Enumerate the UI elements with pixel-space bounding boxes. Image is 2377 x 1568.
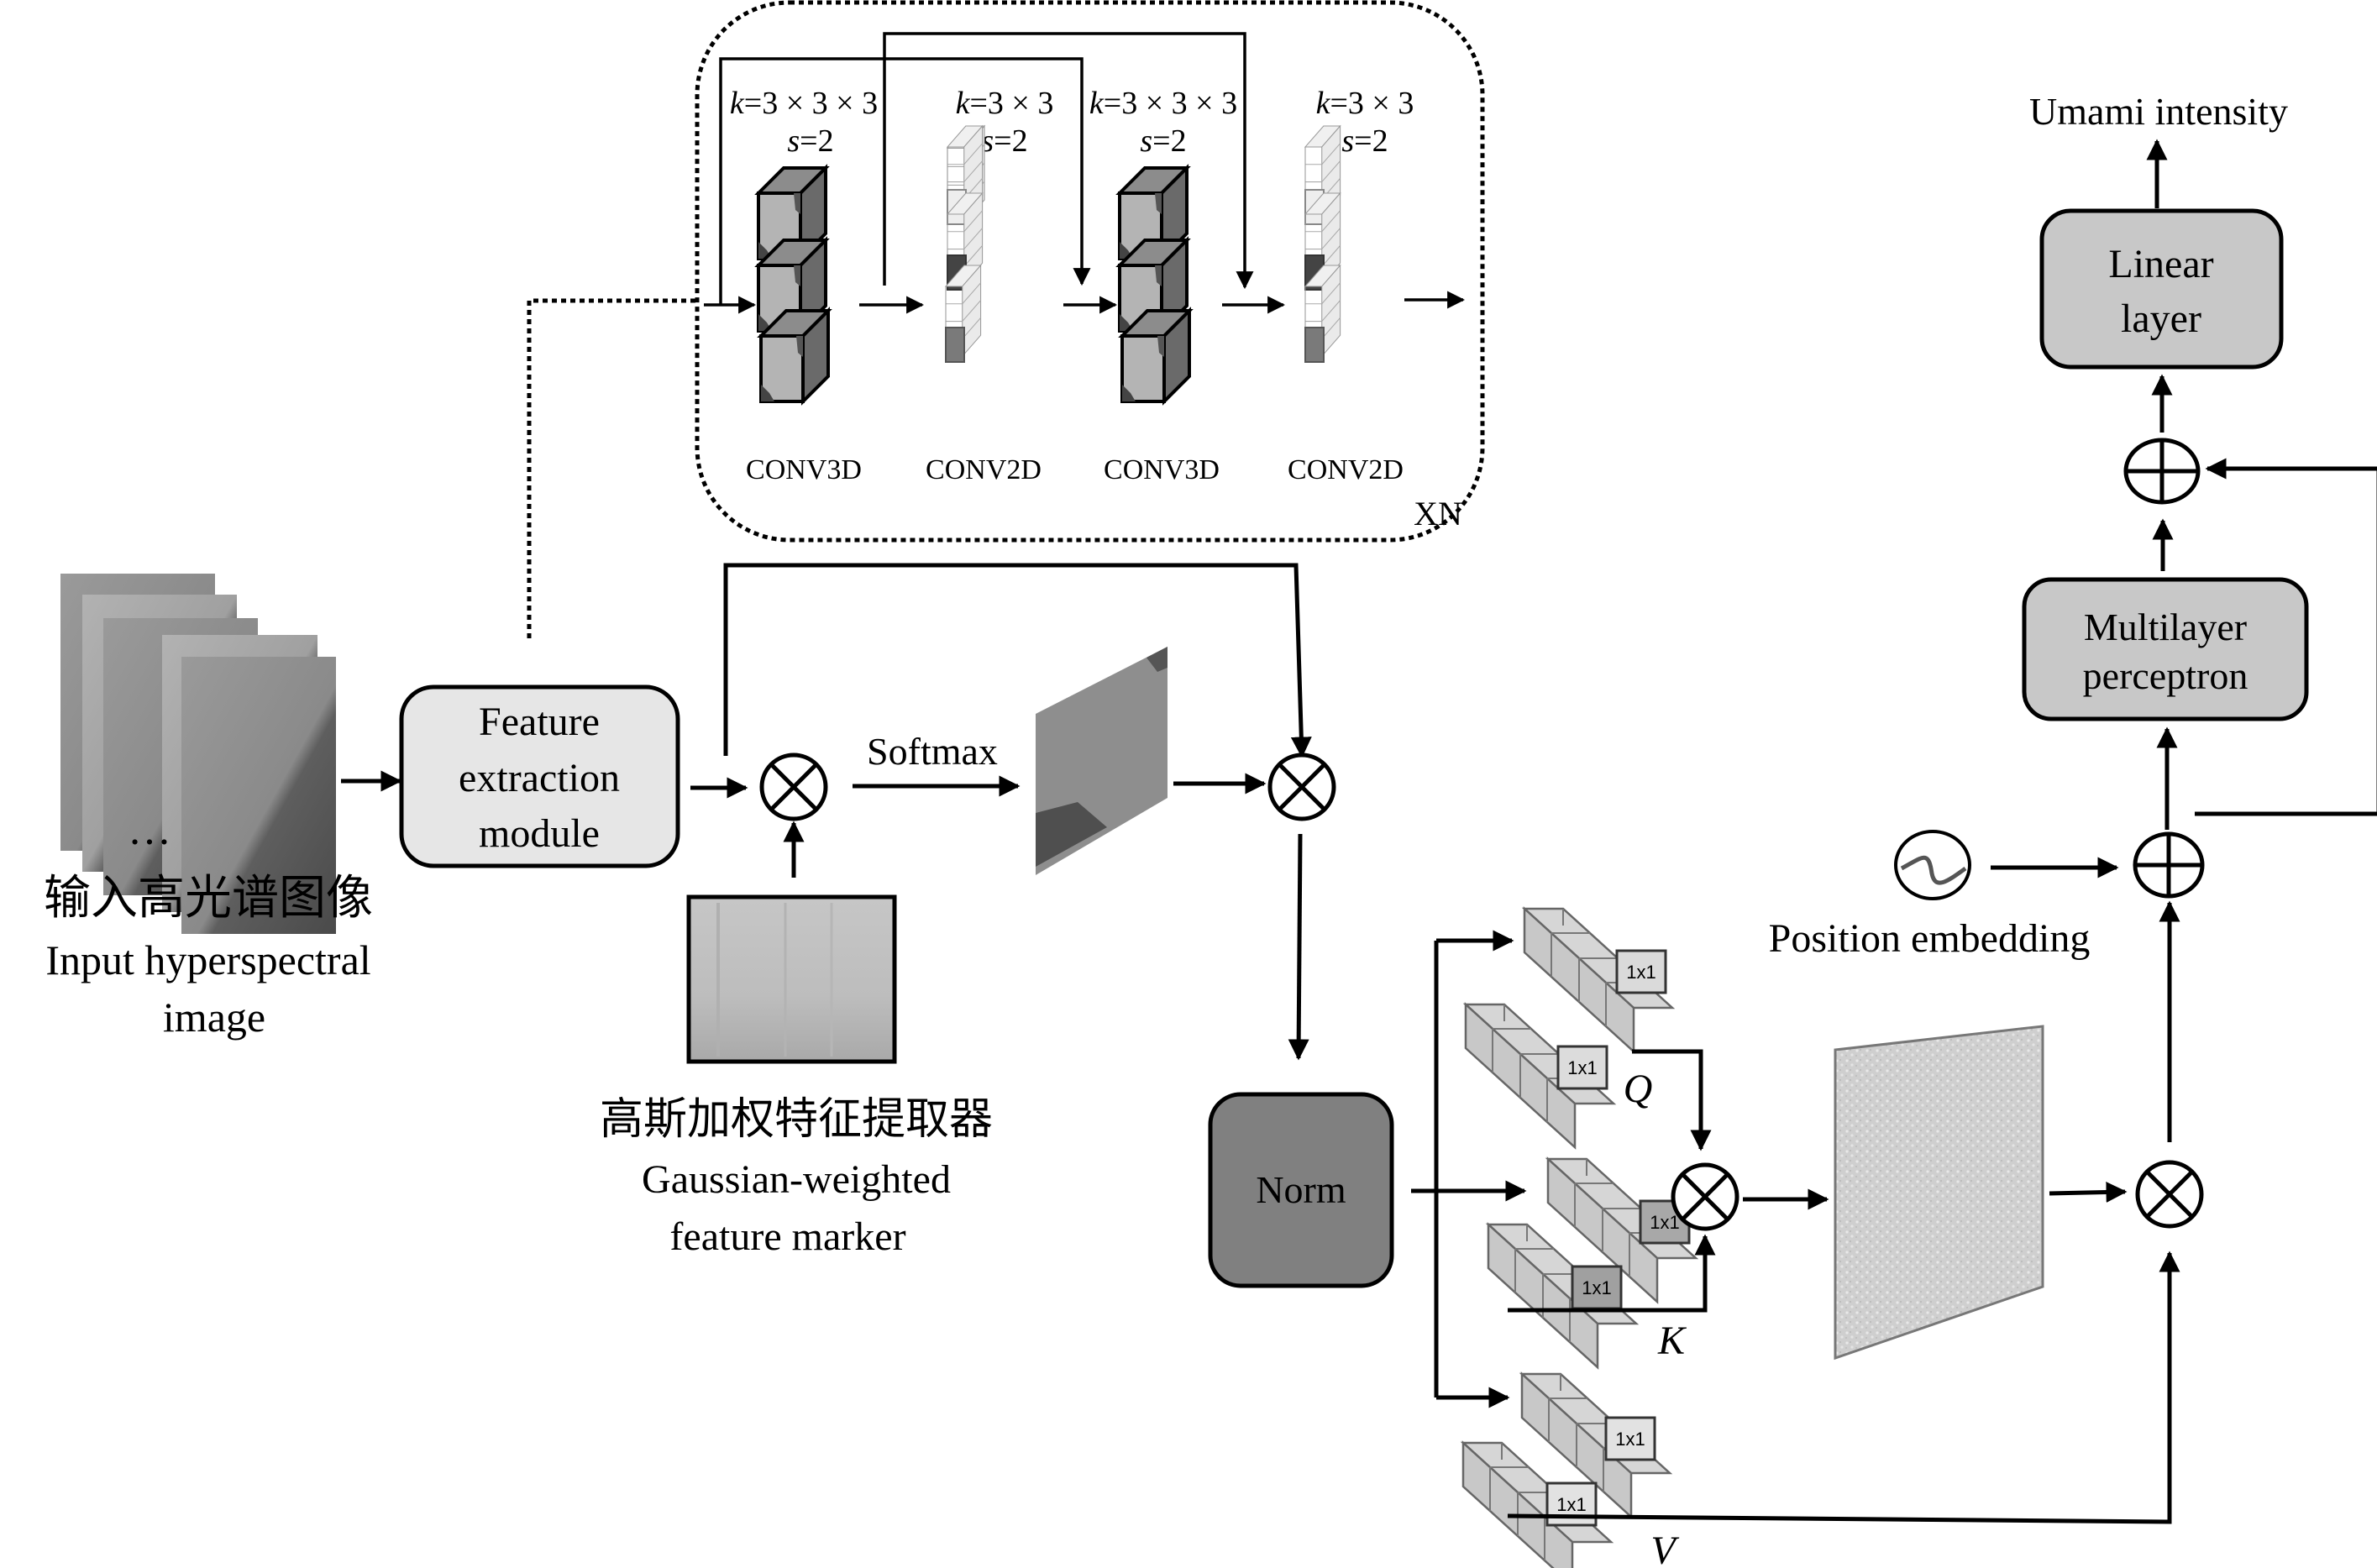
arrow-v-to-multiply <box>1507 1251 2180 1524</box>
multiply-op-qk <box>1671 1162 1739 1231</box>
conv3d-cube <box>1120 309 1191 403</box>
norm-label: Norm <box>1256 1168 1346 1211</box>
add-op-1 <box>2133 831 2205 899</box>
arrow-q-to-multiply <box>1632 1049 1712 1151</box>
position-embedding-label: Position embedding <box>1769 916 2091 961</box>
residual-connection <box>2195 458 2377 816</box>
svg-text:s=2: s=2 <box>981 123 1027 159</box>
gaussian-weighted-feature-image <box>686 894 897 1064</box>
arrow-attention-to-multiply <box>2049 1182 2128 1203</box>
attention-weights-map <box>1834 1025 2044 1361</box>
dotted-connector <box>527 298 697 638</box>
hyperspectral-slice <box>181 657 336 934</box>
softmax-label: Softmax <box>867 730 998 773</box>
skip-connection-2 <box>883 32 1254 290</box>
k-label: K <box>1657 1319 1687 1363</box>
svg-text:1x1: 1x1 <box>1615 1429 1645 1450</box>
linear-layer-block: Linear layer <box>2039 208 2284 370</box>
conv-stage-1-name: CONV3D <box>746 454 862 485</box>
v-label: V <box>1650 1529 1679 1568</box>
conv-stage-1-params: k=3 × 3 × 3 s=2 <box>730 86 878 159</box>
linear-line1: Linear <box>2108 242 2213 286</box>
conv-stage-4-params: k=3 × 3 s=2 <box>1316 86 1414 159</box>
linear-line2: layer <box>2121 296 2201 341</box>
v-projection: 1x1 1x1 <box>1461 1372 1671 1568</box>
svg-text:s=2: s=2 <box>1140 123 1186 159</box>
svg-text:1x1: 1x1 <box>1556 1494 1586 1515</box>
conv-stage-3-name: CONV3D <box>1104 454 1220 485</box>
svg-text:1x1: 1x1 <box>1567 1057 1597 1078</box>
svg-text:k=3 × 3: k=3 × 3 <box>1316 86 1414 121</box>
svg-text:k=3 × 3: k=3 × 3 <box>956 86 1054 121</box>
repeat-label: XN <box>1414 495 1462 532</box>
arrow-k-to-multiply <box>1508 1234 1716 1313</box>
skip-feature-to-second-multiply <box>723 563 1312 758</box>
svg-text:1x1: 1x1 <box>1626 962 1656 983</box>
conv-stage-2-name: CONV2D <box>926 454 1042 485</box>
multiply-op-2 <box>1267 753 1336 821</box>
conv3d-cube <box>759 309 830 403</box>
svg-text:s=2: s=2 <box>787 123 833 159</box>
feature-extraction-line3: module <box>479 811 600 856</box>
svg-text:s=2: s=2 <box>1341 123 1388 159</box>
k-projection: 1x1 1x1 <box>1487 1157 1697 1369</box>
arrow-multiply-to-norm <box>1288 833 1309 1061</box>
multiply-op-1 <box>759 753 828 821</box>
mlp-line1: Multilayer <box>2084 606 2247 648</box>
conv2d-stack-stage2 <box>945 125 984 363</box>
conv-stage-3-params: k=3 × 3 × 3 s=2 <box>1089 86 1237 159</box>
input-image-stack <box>60 574 336 934</box>
svg-text:k=3 × 3 × 3: k=3 × 3 × 3 <box>1089 86 1237 121</box>
mlp-line2: perceptron <box>2083 654 2248 697</box>
mlp-block: Multilayer perceptron <box>2022 577 2309 721</box>
gaussian-label-zh: 高斯加权特征提取器 <box>600 1096 993 1144</box>
attention-map-image <box>1036 647 1168 875</box>
q-projection: 1x1 1x1 <box>1464 907 1674 1149</box>
input-label-zh: 输入高光谱图像 <box>44 873 373 925</box>
add-op-2 <box>2123 438 2201 505</box>
output-label: Umami intensity <box>2029 90 2288 133</box>
conv-block: k=3 × 3 × 3 s=2 k=3 × 3 s=2 k=3 × 3 × 3 … <box>695 0 1485 543</box>
skip-connection-1 <box>719 57 1091 304</box>
input-ellipsis: … <box>128 806 171 854</box>
position-embedding-icon <box>1894 830 1971 900</box>
svg-text:1x1: 1x1 <box>1650 1212 1679 1233</box>
svg-text:k=3 × 3 × 3: k=3 × 3 × 3 <box>730 86 878 121</box>
norm-branch-trunk <box>1411 941 1439 1398</box>
svg-text:1x1: 1x1 <box>1582 1277 1611 1298</box>
norm-block: Norm <box>1208 1092 1394 1288</box>
multiply-op-av <box>2135 1160 2204 1229</box>
input-label-en-1: Input hyperspectral <box>45 936 370 983</box>
gaussian-label-en-2: feature marker <box>669 1214 905 1259</box>
gaussian-label-en-1: Gaussian-weighted <box>642 1157 951 1202</box>
feature-extraction-line1: Feature <box>479 700 600 744</box>
conv2d-stack-stage4 <box>1304 125 1341 363</box>
q-label: Q <box>1624 1067 1653 1111</box>
feature-extraction-line2: extraction <box>459 756 620 800</box>
conv-stage-4-name: CONV2D <box>1288 454 1404 485</box>
input-label-en-2: image <box>163 994 265 1041</box>
feature-extraction-module: Feature extraction module <box>399 684 680 868</box>
